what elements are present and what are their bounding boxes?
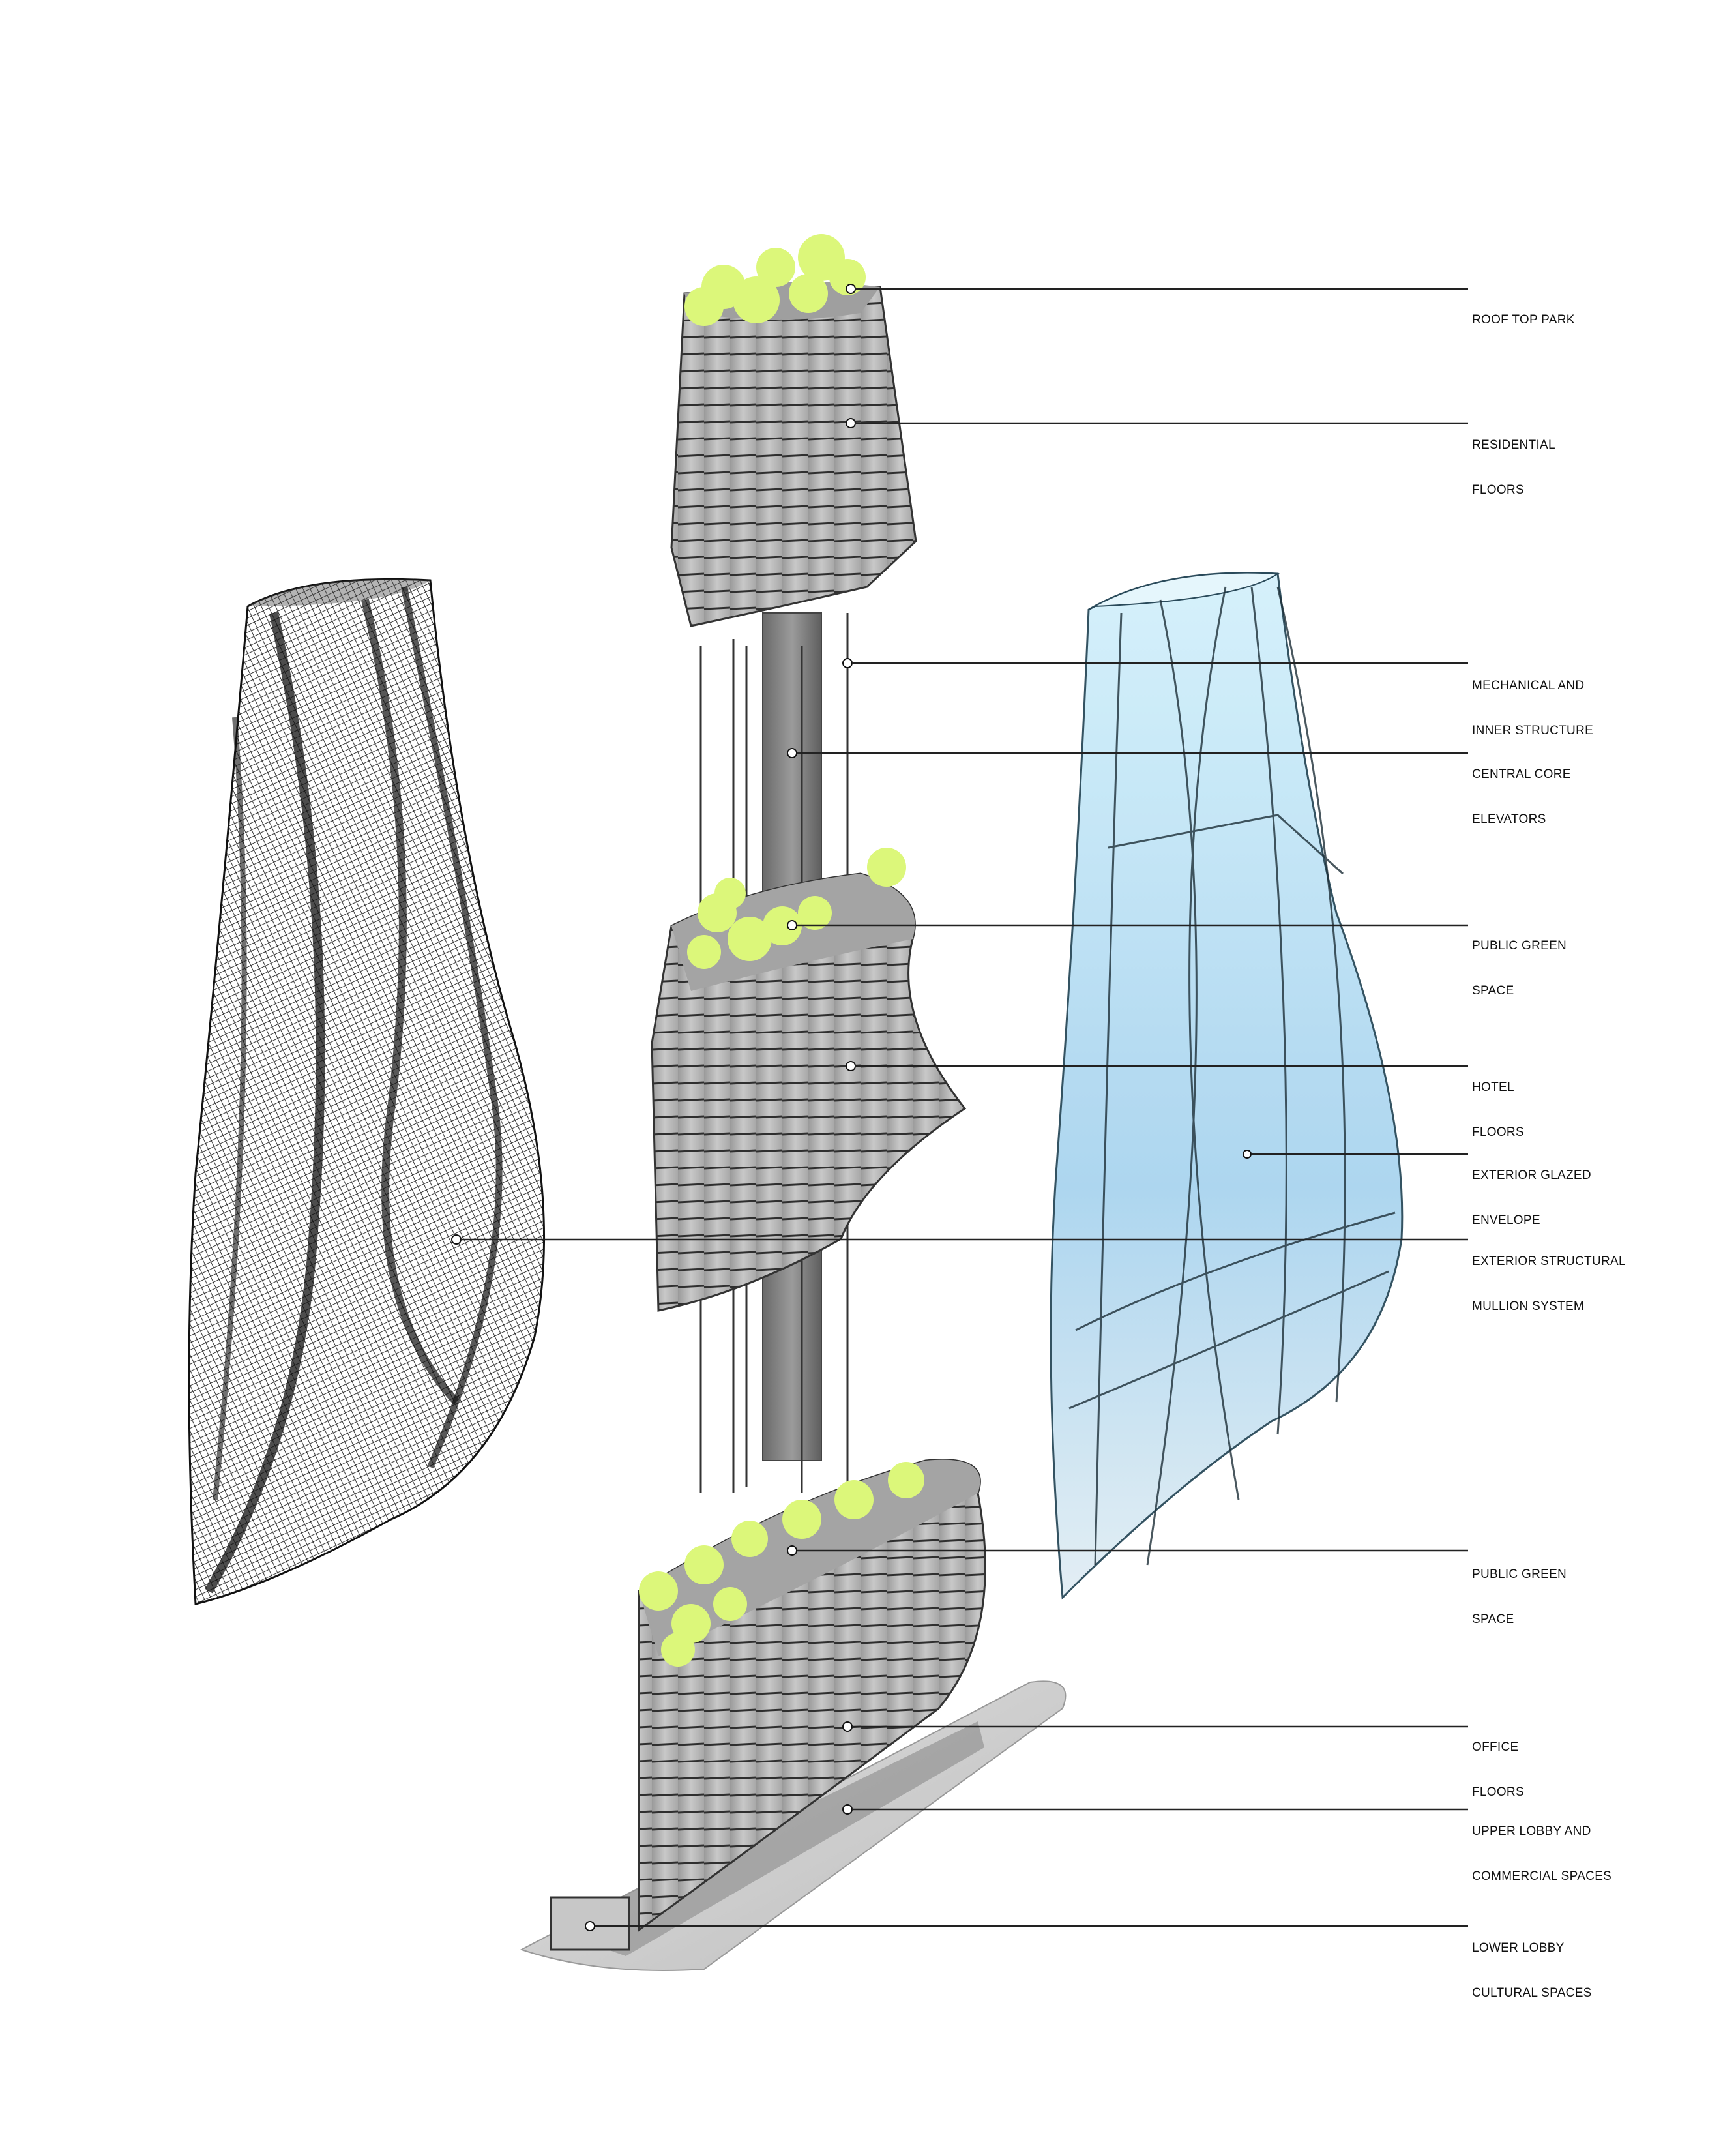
glazed-envelope [1050,572,1404,1600]
label-line1: UPPER LOBBY AND [1472,1824,1591,1838]
label-line1: MECHANICAL AND [1472,679,1585,692]
label-line1: CENTRAL CORE [1472,767,1571,781]
label-line2: COMMERCIAL SPACES [1472,1869,1612,1883]
label-lower-lobby-cultural: LOWER LOBBY CULTURAL SPACES [1472,1910,1592,2015]
label-upper-lobby-commercial: UPPER LOBBY AND COMMERCIAL SPACES [1472,1794,1611,1899]
label-line2: MULLION SYSTEM [1472,1300,1585,1313]
label-mechanical-inner-structure: MECHANICAL AND INNER STRUCTURE [1472,648,1593,753]
label-exterior-structural-mullion-system: EXTERIOR STRUCTURAL MULLION SYSTEM [1472,1224,1626,1329]
label-line2: CULTURAL SPACES [1472,1986,1592,2000]
label-line1: RESIDENTIAL [1472,438,1555,452]
label-line2: SPACE [1472,984,1514,998]
label-line1: LOWER LOBBY [1472,1941,1565,1955]
label-line1: EXTERIOR GLAZED [1472,1168,1591,1182]
label-line2: FLOORS [1472,1125,1524,1139]
label-residential-floors: RESIDENTIAL FLOORS [1472,408,1555,513]
label-line2: ENVELOPE [1472,1213,1540,1227]
office-block [638,1459,986,1932]
label-line1: EXTERIOR STRUCTURAL [1472,1255,1626,1268]
label-central-core-elevators: CENTRAL CORE ELEVATORS [1472,737,1571,842]
label-exterior-glazed-envelope: EXTERIOR GLAZED ENVELOPE [1472,1138,1591,1243]
label-line2: INNER STRUCTURE [1472,724,1594,737]
label-line2: FLOORS [1472,483,1524,497]
label-line1: PUBLIC GREEN [1472,939,1567,953]
label-line2: FLOORS [1472,1785,1524,1799]
label-line1: HOTEL [1472,1080,1514,1094]
label-public-green-space-lower: PUBLIC GREEN SPACE [1472,1537,1567,1642]
label-line1: PUBLIC GREEN [1472,1568,1567,1581]
label-line1: ROOF TOP PARK [1472,313,1575,327]
label-line2: ELEVATORS [1472,812,1546,826]
residential-block [670,234,917,627]
label-hotel-floors: HOTEL FLOORS [1472,1050,1524,1155]
label-office-floors: OFFICE FLOORS [1472,1710,1524,1815]
leader-lines [461,288,1468,1927]
office-trees [639,1462,924,1667]
roof-trees [684,234,866,326]
hotel-block [651,848,967,1312]
mullion-wireframe [188,578,546,1605]
label-line2: SPACE [1472,1613,1514,1626]
label-public-green-space-upper: PUBLIC GREEN SPACE [1472,908,1567,1013]
hotel-trees [687,848,906,969]
label-line1: OFFICE [1472,1740,1519,1754]
label-roof-top-park: ROOF TOP PARK [1472,282,1575,342]
